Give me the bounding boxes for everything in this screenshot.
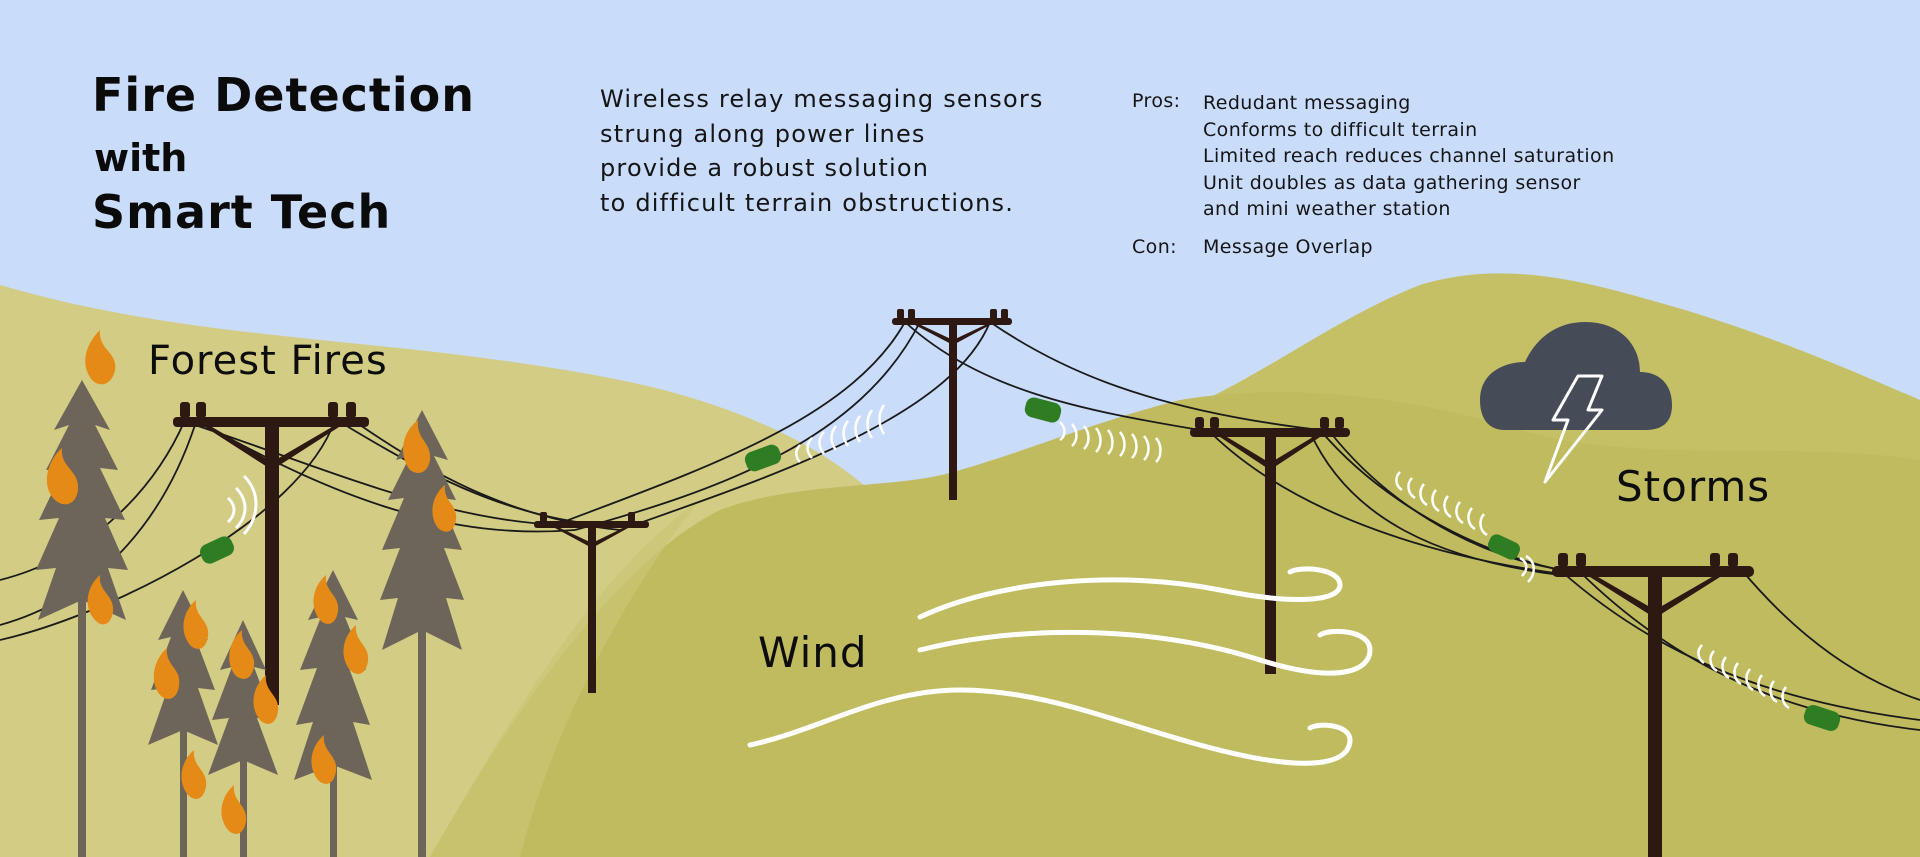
utility-pole-5 [1552, 553, 1754, 857]
utility-pole-2 [534, 512, 649, 693]
sensor-3 [1024, 397, 1162, 463]
pros-item: Redudant messaging [1203, 92, 1411, 114]
pros-item: Unit doubles as data gathering sensor [1203, 171, 1581, 194]
utility-pole-1 [173, 402, 369, 705]
description-line: provide a robust solution [600, 154, 930, 182]
description-line: to difficult terrain obstructions. [600, 188, 1015, 217]
storms-label: Storms [1616, 462, 1771, 511]
title-line-2: with [94, 136, 188, 180]
sensor-5 [1697, 644, 1841, 731]
pros-item: Limited reach reduces channel saturation [1203, 145, 1615, 167]
description-line: strung along power lines [600, 119, 926, 148]
sensors [199, 397, 1841, 731]
description-line: Wireless relay messaging sensors [600, 85, 1044, 113]
sensor-1 [199, 474, 258, 564]
con-item: Message Overlap [1203, 236, 1373, 258]
foreground-hill [430, 391, 1920, 857]
utility-pole-4 [1190, 417, 1350, 674]
con-label: Con: [1132, 236, 1177, 258]
utility-pole-3 [892, 309, 1012, 500]
title-line-3: Smart Tech [92, 185, 392, 239]
wind-label: Wind [758, 628, 868, 677]
forest-fires-label: Forest Fires [148, 338, 388, 384]
sensor-2 [744, 404, 886, 472]
pros-item: and mini weather station [1203, 198, 1451, 220]
pros-list: Redudant messaging Conforms to difficult… [1203, 90, 1615, 223]
wind-lines [747, 566, 1373, 766]
description: Wireless relay messaging sensors strung … [600, 82, 1044, 220]
sensor-4 [1395, 471, 1535, 583]
storm-cloud [1480, 322, 1672, 484]
foreground-hill-shade [430, 500, 700, 857]
title-line-1: Fire Detection [92, 68, 476, 122]
pros-item: Conforms to difficult terrain [1203, 118, 1478, 141]
burning-trees [36, 330, 464, 857]
pros-label: Pros: [1132, 90, 1181, 112]
